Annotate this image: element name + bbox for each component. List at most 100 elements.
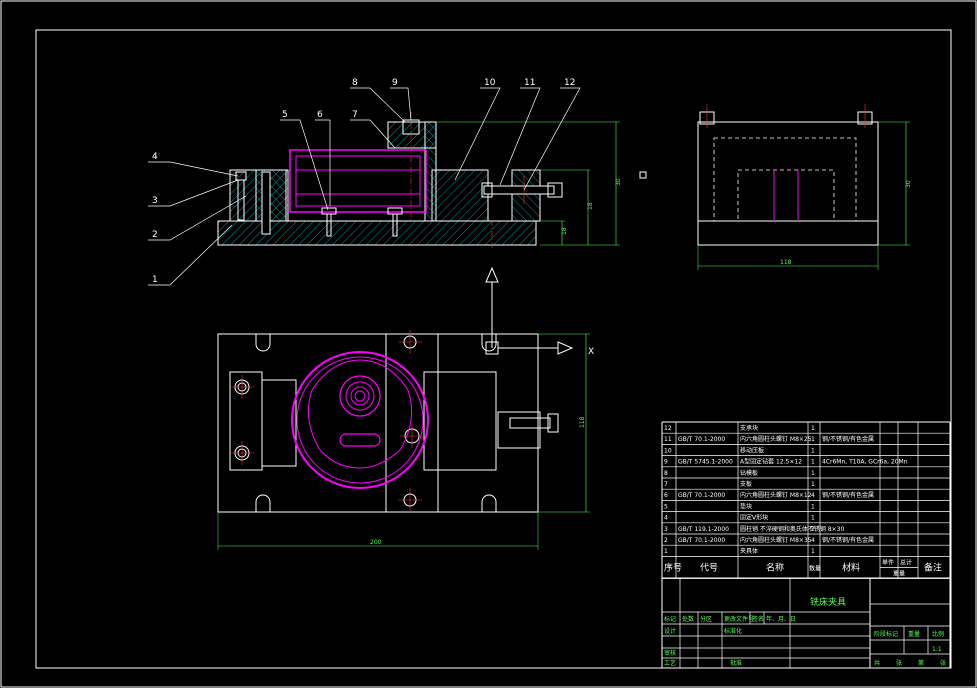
bom-row-qty: 1: [811, 436, 815, 443]
workpiece: [289, 149, 427, 213]
v-block: [255, 169, 287, 222]
bom-row-qty: 4: [811, 492, 815, 499]
bom-row-no: 8: [664, 470, 668, 477]
tb-count: 处数: [682, 615, 694, 623]
bom-row-no: 12: [664, 425, 672, 432]
dim-side-height: 30: [905, 180, 912, 188]
bom-row-no: 11: [664, 436, 672, 443]
tb-date: 年、月、日: [766, 615, 796, 623]
bom-header-weight: 重量: [893, 569, 905, 577]
tb-mark: 标记: [664, 615, 676, 623]
bom-row-material: 4Cr6Mn, T10A, GCr6a, 20Mn: [822, 459, 908, 466]
bom-row-no: 1: [664, 548, 668, 555]
side-view: 30 118: [697, 104, 912, 270]
drawing-title: 铣床夹具: [810, 596, 846, 608]
callout-10: 10: [484, 78, 496, 88]
dim-mid: 18: [587, 202, 594, 210]
bom-row-name: 移动压板: [740, 446, 764, 454]
bom-row-material: 钢/不锈钢/有色金属: [822, 491, 874, 499]
bom-row-name: A型固定钻套 12.5×12: [740, 458, 802, 466]
plan-view: X 118 200: [217, 330, 594, 550]
support-block: [511, 169, 541, 222]
bom-row-name: 夹具体: [740, 547, 758, 555]
tb-sign: 签名: [752, 615, 764, 623]
bom-row-qty: 1: [811, 515, 815, 522]
bom-row-name: 内六角圆柱头螺钉 M8×12: [740, 491, 812, 499]
bom-row-qty: 1: [811, 503, 815, 510]
bom-row-material: 钢/不锈钢/有色金属: [822, 536, 874, 544]
bom-row-name: 支承块: [740, 424, 758, 432]
tb-approve: 批准: [730, 659, 742, 667]
bom-row-name: 垫块: [740, 502, 752, 510]
bom-row-no: 6: [664, 492, 668, 499]
tb-scale-value: 1:1: [932, 646, 942, 653]
tb-total: 共: [874, 659, 880, 667]
tb-weight: 重量: [908, 630, 920, 638]
dim-side-width: 118: [780, 259, 792, 266]
bom-header-total: 总计: [900, 558, 912, 566]
callout-3: 3: [152, 196, 158, 206]
x-axis-label: X: [588, 347, 594, 357]
bom-row-code: GB/T 5745.1-2000: [678, 459, 733, 466]
sheet-inner-border: [35, 29, 952, 669]
title-block: 铣床夹具 标记 处数 分区 更改文件号 签名 年、月、日 设计 标准化 审核 工…: [661, 577, 951, 669]
tb-scale: 比例: [932, 630, 944, 638]
bom-header-no: 序号: [664, 561, 682, 573]
callout-6: 6: [317, 110, 323, 120]
dim-height-main: 30: [615, 178, 622, 186]
bom-row-name: 内六角圆柱头螺钉 M8×35: [740, 536, 812, 544]
bom-row-no: 5: [664, 503, 668, 510]
bom-header-code: 代号: [700, 562, 718, 573]
clamp-screw: [483, 185, 555, 195]
bom-row-qty: 4: [811, 537, 815, 544]
bom-header-unit: 单件: [882, 558, 894, 566]
tb-zone: 分区: [700, 615, 712, 623]
bom-row-no: 4: [664, 515, 668, 522]
bom-row-qty: 1: [811, 447, 815, 454]
bom-row-name: 支板: [740, 480, 752, 488]
tb-design: 设计: [664, 627, 676, 635]
right-block: [431, 169, 489, 222]
bom-header-note: 备注: [924, 561, 942, 573]
bom-header-material: 材料: [842, 561, 860, 573]
bracket-post: [424, 121, 437, 222]
tb-sheet1: 张: [896, 659, 902, 667]
tb-change-doc: 更改文件号: [724, 615, 754, 623]
bom-row-code: GB/T 70.1-2000: [678, 492, 725, 499]
bom-row-no: 3: [664, 526, 668, 533]
bom-header-name: 名称: [766, 561, 784, 573]
callout-11: 11: [524, 78, 535, 88]
bom-row-qty: 1: [811, 459, 815, 466]
bom-row-no: 9: [664, 459, 668, 466]
bom-row-qty: 2: [811, 526, 815, 533]
callout-7: 7: [352, 110, 358, 120]
tb-stage: 阶段标记: [874, 630, 898, 638]
workpiece-plan: [291, 351, 429, 489]
dim-low: 18: [561, 227, 568, 235]
bom-row-qty: 1: [811, 548, 815, 555]
tb-review: 审核: [664, 649, 676, 657]
callout-8: 8: [352, 78, 358, 88]
dim-plan-width: 200: [370, 539, 382, 546]
callout-5: 5: [282, 110, 288, 120]
callout-4: 4: [152, 152, 158, 162]
bom-row-no: 7: [664, 481, 668, 488]
bom-row-no: 10: [664, 447, 672, 454]
dim-plan-height: 118: [579, 416, 586, 428]
callout-12: 12: [564, 78, 575, 88]
bom-row-qty: 1: [811, 425, 815, 432]
bom-row-no: 2: [664, 537, 668, 544]
callout-9: 9: [392, 78, 398, 88]
bom-row-name: 固定V形块: [740, 514, 768, 522]
callout-2: 2: [152, 230, 158, 240]
tb-standardize: 标准化: [724, 627, 742, 635]
front-section-view: 30 18 18 1 2 3 4 5 6 7 8 9 10 11 12: [148, 78, 622, 348]
bom-row-code: GB/T 119.1-2000: [678, 526, 729, 533]
base-body: [217, 220, 537, 246]
callout-1: 1: [152, 275, 158, 285]
bom-header-qty: 数量: [809, 564, 821, 572]
bom-row-name: 圆柱销 不淬硬钢和奥氏体不锈钢 8×30: [740, 525, 844, 533]
